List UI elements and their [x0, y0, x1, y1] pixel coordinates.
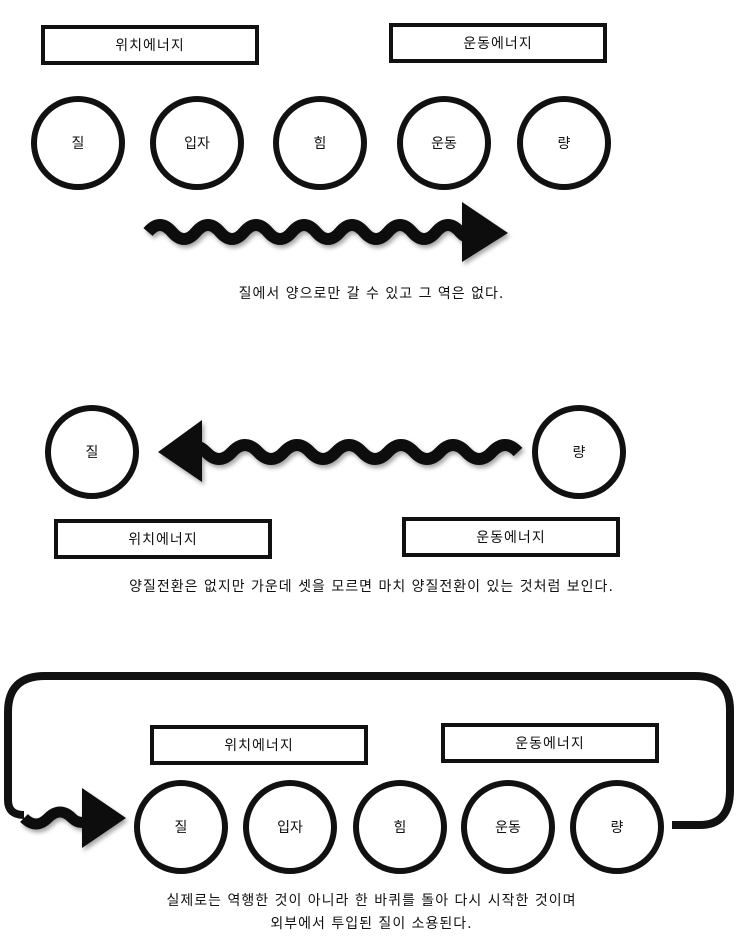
- circle-quality-1: 질: [31, 96, 125, 190]
- kinetic-energy-box-3: 운동에너지: [441, 723, 659, 763]
- circle-motion-1: 운동: [397, 96, 491, 190]
- potential-energy-label: 위치에너지: [224, 738, 294, 754]
- circle-label: 운동: [495, 820, 521, 836]
- kinetic-energy-label: 운동에너지: [515, 736, 585, 752]
- circle-label: 힘: [313, 136, 327, 152]
- kinetic-energy-label: 운동에너지: [463, 36, 533, 52]
- circle-label: 운동: [431, 136, 457, 152]
- circle-label: 량: [572, 445, 586, 461]
- potential-energy-box-1: 위치에너지: [41, 25, 259, 65]
- circle-force-3: 힘: [353, 780, 447, 874]
- wavy-arrow-left: [158, 420, 523, 482]
- caption-1: 질에서 양으로만 갈 수 있고 그 역은 없다.: [238, 286, 505, 302]
- circle-label: 입자: [184, 136, 210, 152]
- caption-3-line-1: 실제로는 역행한 것이 아니라 한 바퀴를 돌아 다시 시작한 것이며: [166, 893, 577, 909]
- caption-3-line-2: 외부에서 투입된 질이 소용된다.: [270, 916, 473, 932]
- circle-label: 질: [174, 820, 188, 836]
- circle-label: 입자: [277, 820, 303, 836]
- circle-force-1: 힘: [273, 96, 367, 190]
- circle-motion-3: 운동: [461, 780, 555, 874]
- circle-quantity-1: 량: [517, 96, 611, 190]
- potential-energy-label: 위치에너지: [115, 38, 185, 54]
- kinetic-energy-label: 운동에너지: [476, 530, 546, 546]
- circle-quantity-2: 량: [532, 405, 626, 499]
- circle-label: 질: [85, 445, 99, 461]
- circle-label: 질: [71, 136, 85, 152]
- potential-energy-label: 위치에너지: [128, 532, 198, 548]
- circle-label: 량: [610, 820, 624, 836]
- potential-energy-box-2: 위치에너지: [54, 519, 272, 559]
- wavy-arrow-right: [143, 202, 508, 262]
- circle-particle-1: 입자: [150, 96, 244, 190]
- circle-quality-2: 질: [45, 405, 139, 499]
- circle-particle-3: 입자: [243, 780, 337, 874]
- circle-quantity-3: 량: [570, 780, 664, 874]
- caption-2: 양질전환은 없지만 가운데 셋을 모르면 마치 양질전환이 있는 것처럼 보인다…: [129, 579, 614, 595]
- kinetic-energy-box-2: 운동에너지: [402, 517, 620, 557]
- kinetic-energy-box-1: 운동에너지: [389, 23, 607, 63]
- cycle-loop-line: [4, 672, 734, 829]
- circle-label: 힘: [393, 820, 407, 836]
- circle-quality-3: 질: [134, 780, 228, 874]
- potential-energy-box-3: 위치에너지: [150, 725, 368, 765]
- loop-entry-arrow: [20, 788, 126, 848]
- circle-label: 량: [557, 136, 571, 152]
